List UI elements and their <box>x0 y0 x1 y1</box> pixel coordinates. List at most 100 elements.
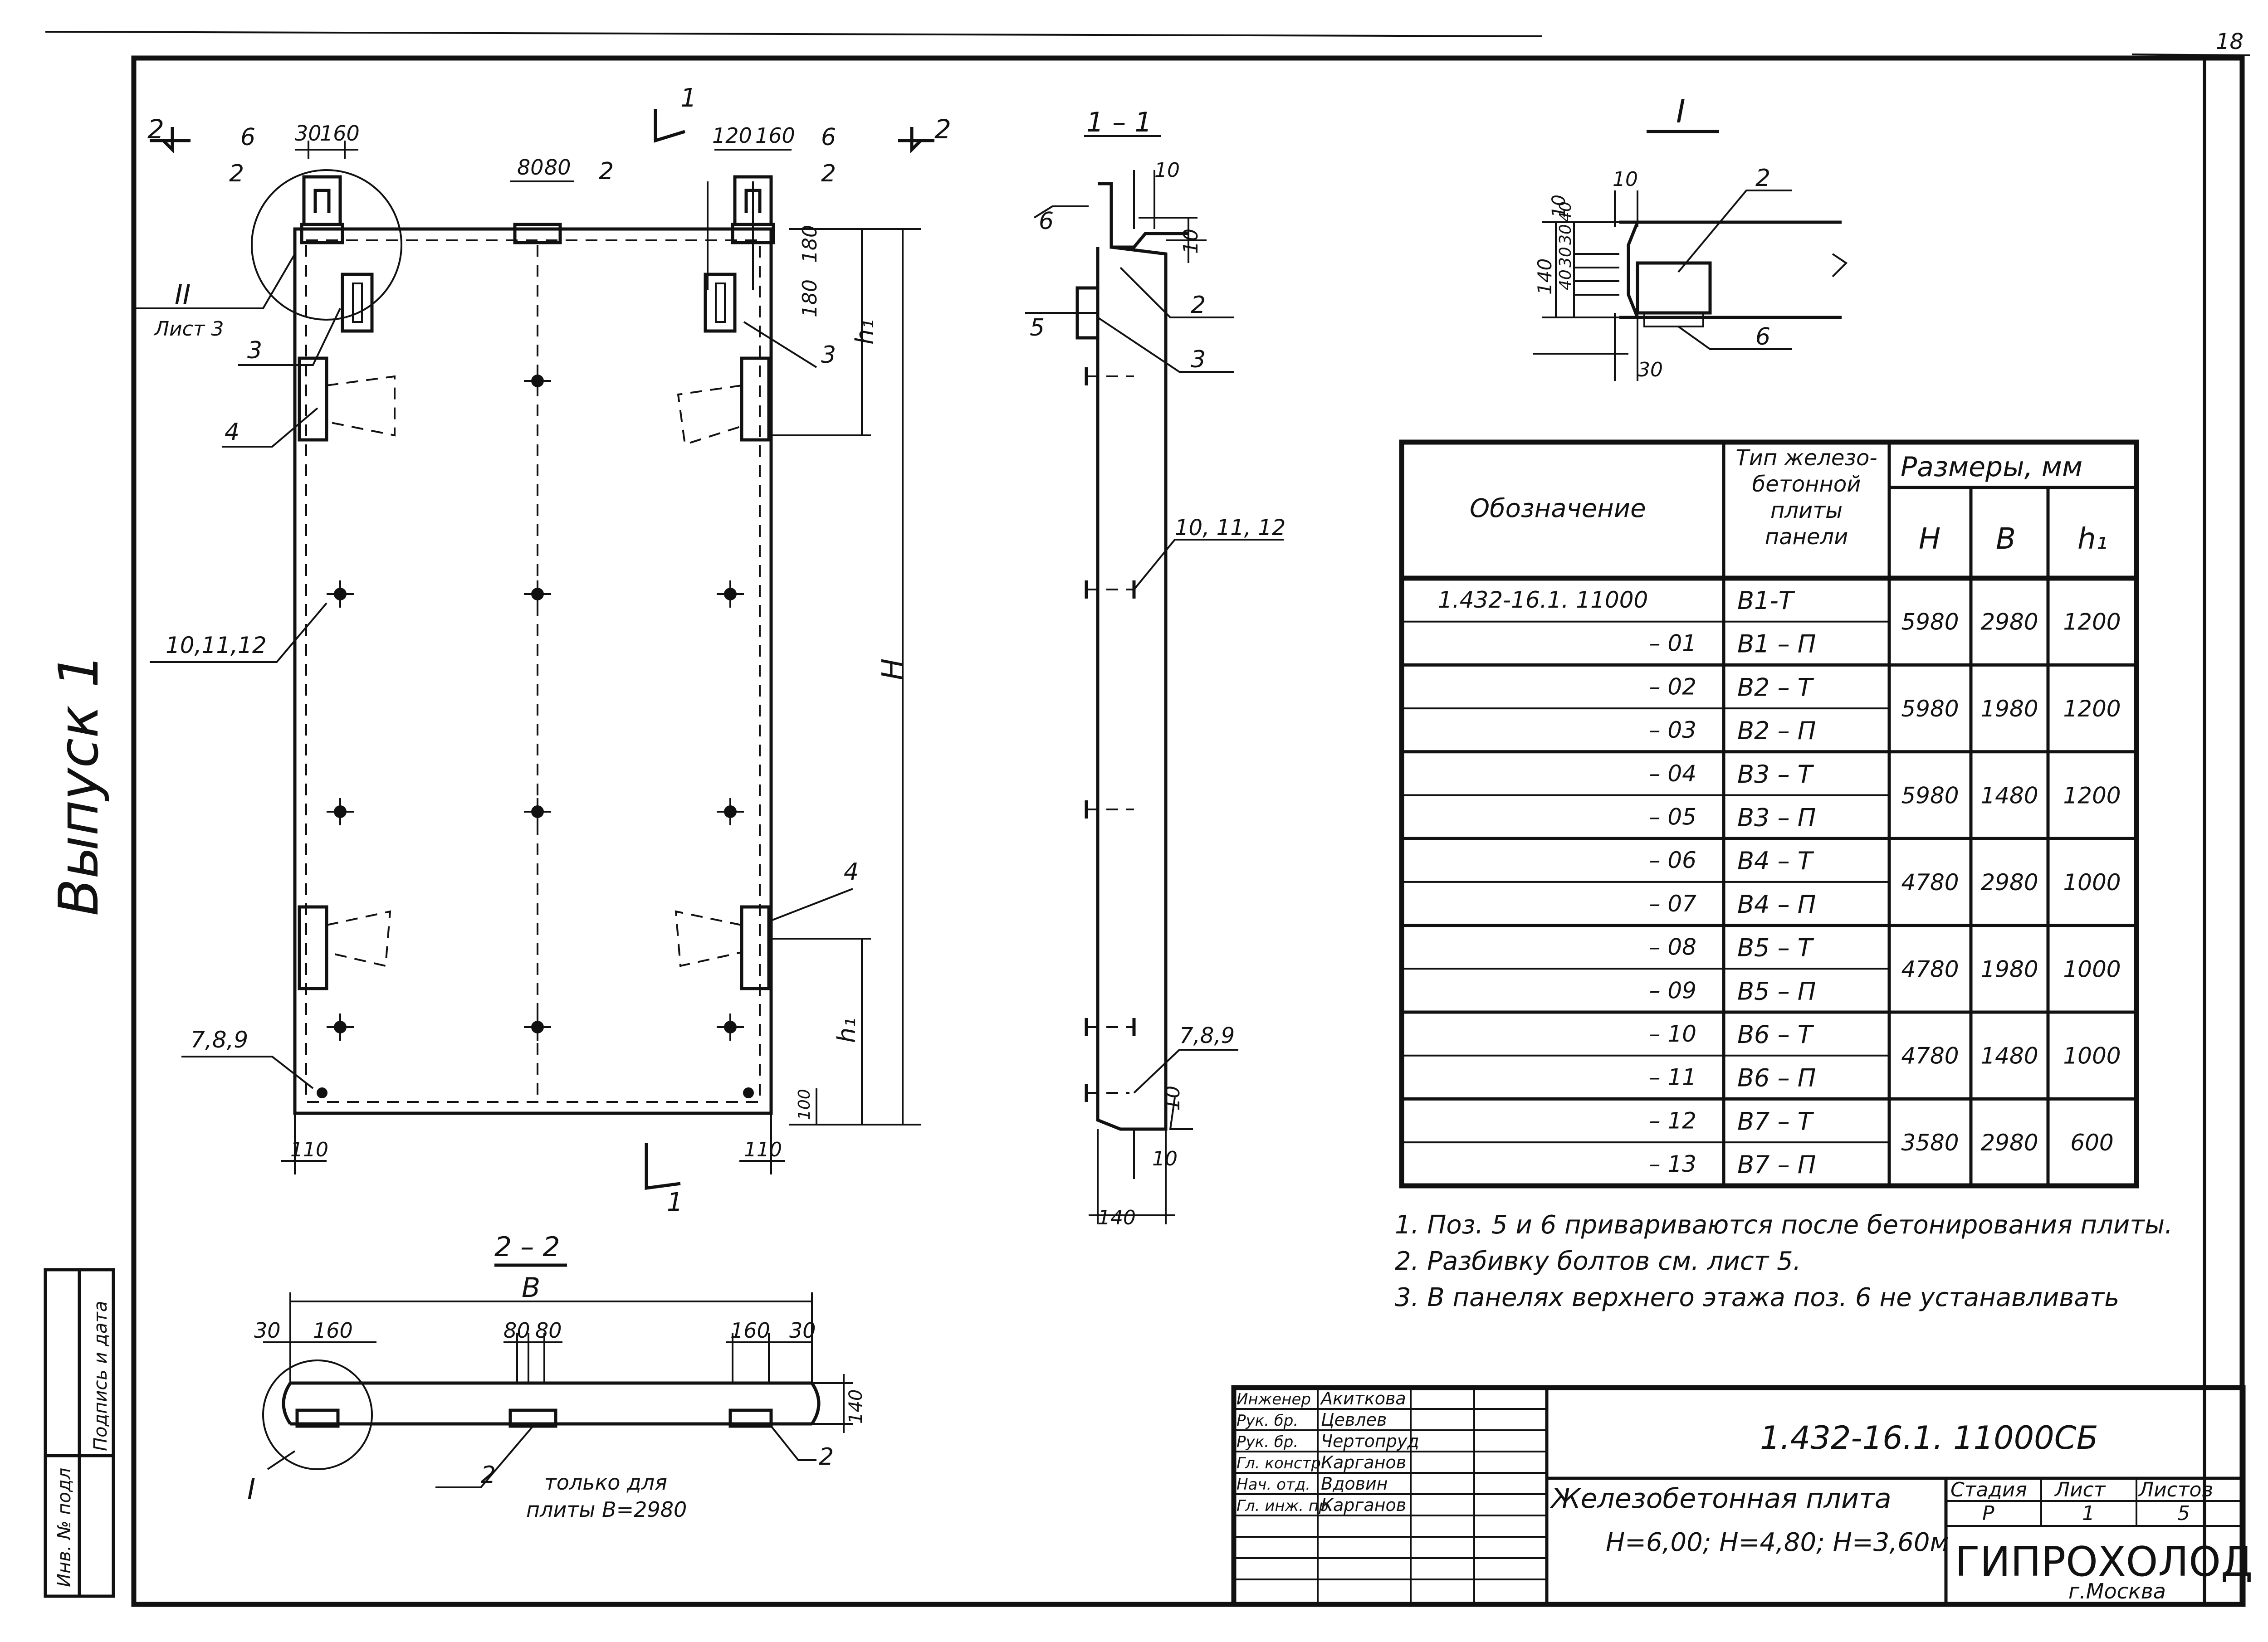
cell-B: 1980 <box>1980 956 2038 982</box>
vypusk-label: Выпуск 1 <box>48 653 111 916</box>
cell-B: 1480 <box>1980 783 2038 809</box>
cell-H: 4780 <box>1901 956 1959 982</box>
tb-title-line2: H=6,00; H=4,80; H=3,60м <box>1606 1528 1949 1557</box>
margin-stamp-col1: Инв. № подл <box>54 1468 75 1587</box>
cell-type: В7 – П <box>1737 1150 1816 1179</box>
cell-type: В6 – П <box>1737 1064 1816 1092</box>
sec22-dim-30b: 30 <box>789 1318 816 1343</box>
node-I <box>1533 130 1848 381</box>
section-1-1 <box>1025 135 1284 1224</box>
plan-labels: 2 2 1 1 30 160 80 80 120 160 180 180 h₁ … <box>147 83 951 1217</box>
tb-name: Карганов <box>1321 1452 1406 1472</box>
cell-designation: – 09 <box>1649 977 1696 1004</box>
th-B: B <box>1996 522 2016 556</box>
cell-type: В4 – Т <box>1737 847 1814 875</box>
pos-2-right: 2 <box>821 160 836 187</box>
node-I-dim-30b: 30 <box>1556 224 1575 245</box>
tb-name: Карганов <box>1321 1495 1406 1515</box>
cell-H: 5980 <box>1901 609 1959 635</box>
dim-100: 100 <box>795 1089 814 1120</box>
sec11-pos-3: 3 <box>1191 346 1206 373</box>
tb-sheets-label: Листов <box>2138 1478 2213 1501</box>
cell-designation: – 07 <box>1649 891 1696 917</box>
table-row-lines <box>1402 620 2136 1144</box>
tb-name: Акиткова <box>1320 1389 1406 1408</box>
cell-designation: – 03 <box>1649 717 1696 743</box>
cell-type: В2 – Т <box>1737 673 1814 702</box>
node-I-dim-40a: 40 <box>1556 269 1575 290</box>
tb-city: г.Москва <box>2068 1579 2166 1603</box>
tb-role: Гл. констр. <box>1237 1454 1326 1472</box>
pos-4-right: 4 <box>844 858 859 886</box>
dim-180a: 180 <box>798 225 821 263</box>
sec22-dim-160b: 160 <box>730 1318 770 1343</box>
sec22-dim-140: 140 <box>846 1389 866 1424</box>
section-mark-2-right: 2 <box>934 114 951 145</box>
node-I-dim-10b: 10 <box>1549 195 1569 218</box>
cell-designation: – 11 <box>1649 1064 1696 1091</box>
cell-designation: – 13 <box>1649 1151 1696 1177</box>
plan-view <box>132 109 934 1190</box>
cut-1-top: 1 <box>680 83 697 113</box>
node-I-labels: I 140 40 30 30 40 10 10 30 2 6 <box>1534 93 1770 381</box>
cell-type: В3 – Т <box>1737 760 1814 789</box>
th-designation: Обозначение <box>1470 494 1646 523</box>
sec11-dim-10a: 10 <box>1154 159 1180 182</box>
cell-type: В6 – Т <box>1737 1020 1814 1049</box>
notes: 1. Поз. 5 и 6 привариваются после бетони… <box>1395 1210 2173 1312</box>
sec22-note-line2: плиты B=2980 <box>526 1497 687 1522</box>
cell-h1: 1000 <box>2063 1043 2121 1069</box>
tb-name: Чертопруд <box>1321 1431 1419 1451</box>
sec11-dim-10d: 10 <box>1152 1147 1178 1170</box>
sec11-pos-5: 5 <box>1030 314 1045 341</box>
sec22-dim-30a: 30 <box>254 1318 281 1343</box>
dim-80b: 80 <box>544 155 571 180</box>
cell-type: В2 – П <box>1737 716 1816 745</box>
cell-H: 5980 <box>1901 783 1959 809</box>
node-ref-sheet: Лист 3 <box>153 317 224 341</box>
title-block-rows <box>1234 1408 1547 1580</box>
sec22-note-line1: только для <box>544 1470 667 1495</box>
pos-10-11-12: 10,11,12 <box>166 632 267 658</box>
cell-H: 4780 <box>1901 1043 1959 1069</box>
tb-org: ГИПРОХОЛОД <box>1955 1538 2253 1586</box>
tb-title-line1: Железобетонная плита <box>1549 1483 1892 1515</box>
th-type-box: Тип железо-бетонной плиты панели <box>1735 445 1877 550</box>
cell-designation: 1.432-16.1. 11000 <box>1438 587 1648 613</box>
th-type: Тип железо-бетонной плиты панели <box>1735 445 1877 550</box>
tb-code: 1.432-16.1. 11000СБ <box>1760 1419 2098 1457</box>
note-1: 1. Поз. 5 и 6 привариваются после бетони… <box>1395 1210 2173 1240</box>
cell-h1: 1200 <box>2063 783 2121 809</box>
sec22-dim-80b: 80 <box>535 1318 562 1343</box>
tb-stage: Р <box>1982 1502 1994 1525</box>
section-2-2-title: 2 – 2 <box>494 1231 560 1263</box>
sec22-pos-2-right: 2 <box>819 1443 834 1471</box>
cut-1-bottom: 1 <box>667 1188 683 1217</box>
cell-type: В3 – П <box>1737 804 1816 832</box>
note-3: 3. В панелях верхнего этажа поз. 6 не ус… <box>1395 1283 2119 1312</box>
table-header: Обозначение Тип железо-бетонной плиты па… <box>1470 445 2107 556</box>
dim-h1-upper: h₁ <box>850 319 879 345</box>
pos-6-right: 6 <box>821 124 836 151</box>
tb-role: Рук. бр. <box>1237 1433 1298 1451</box>
cell-type: В5 – Т <box>1737 934 1814 962</box>
pos-6-left: 6 <box>240 124 255 151</box>
dim-180b: 180 <box>798 279 821 317</box>
sheet-frame <box>45 31 2250 1607</box>
plate-top-mid <box>513 223 562 244</box>
sec22-dim-80a: 80 <box>503 1318 530 1343</box>
sec22-pos-2-mid: 2 <box>481 1462 496 1489</box>
dim-80a: 80 <box>517 155 544 180</box>
sec11-pos-10-11-12: 10, 11, 12 <box>1175 515 1286 541</box>
node-I-dim-40b: 40 <box>1556 201 1575 222</box>
cell-designation: – 10 <box>1649 1021 1696 1047</box>
bolt-marks <box>317 367 754 1098</box>
cell-B: 1980 <box>1980 696 2038 722</box>
dim-110-right: 110 <box>744 1138 782 1161</box>
pos-2-mid: 2 <box>599 158 614 185</box>
margin-stamp: Инв. № подл Подпись и дата <box>44 1268 115 1598</box>
pos-3-right: 3 <box>821 341 836 369</box>
spec-table <box>1399 439 2139 1189</box>
section-mark-2-left: 2 <box>147 114 164 145</box>
pos-2-left: 2 <box>229 160 244 187</box>
